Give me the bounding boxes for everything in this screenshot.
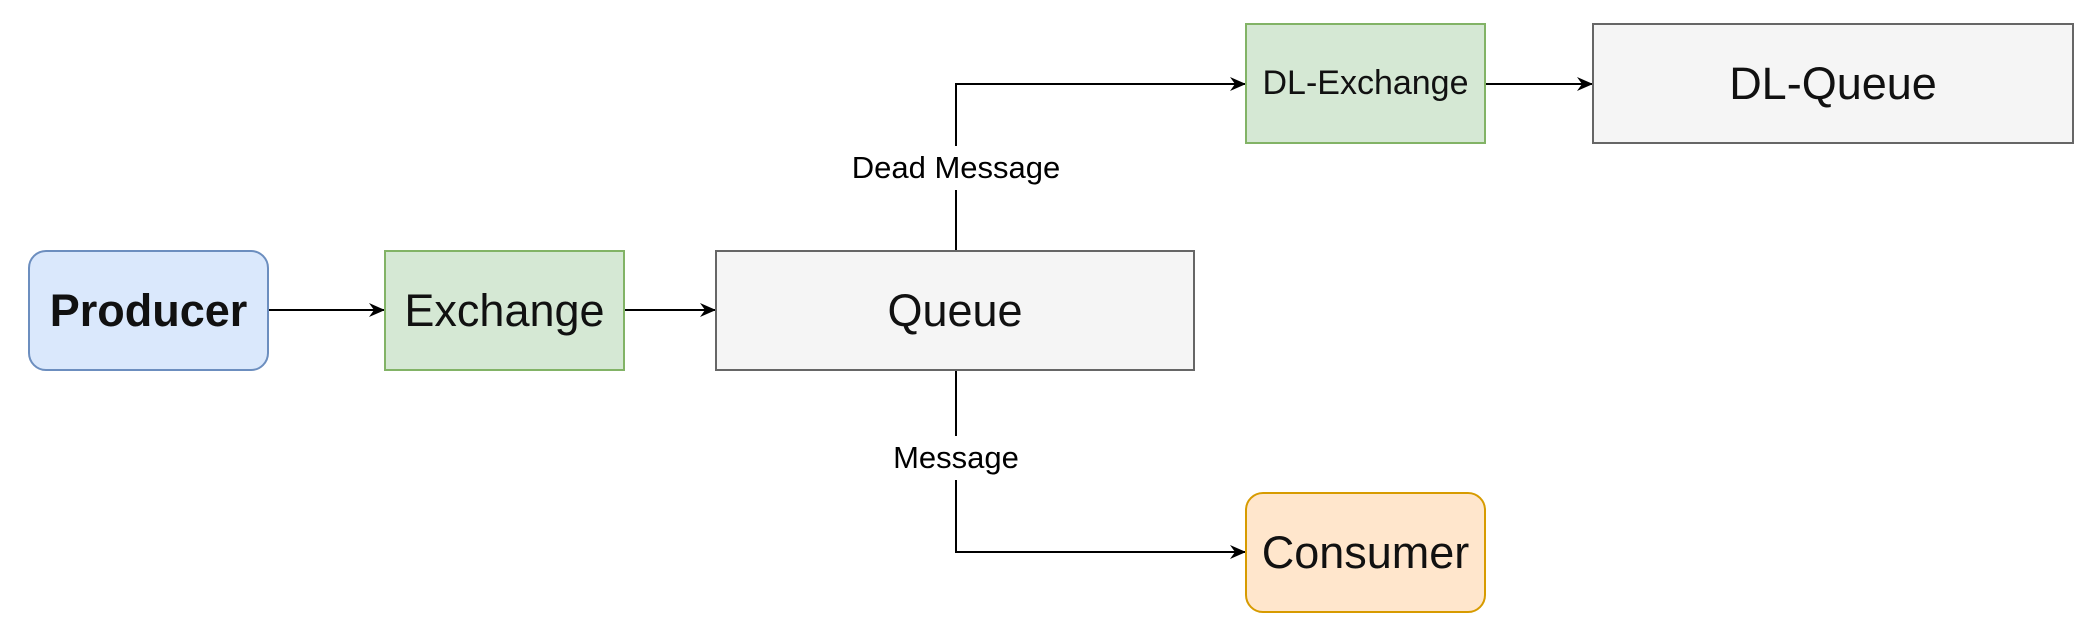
dl-queue-node[interactable]: DL-Queue: [1592, 23, 2074, 144]
dl-exchange-node[interactable]: DL-Exchange: [1245, 23, 1486, 144]
message-edge-label: Message: [891, 436, 1021, 480]
dl-queue-label: DL-Queue: [1729, 57, 1937, 109]
producer-node[interactable]: Producer: [28, 250, 269, 371]
edge-queue-to-dl-exchange: [955, 77, 1246, 250]
dl-exchange-label: DL-Exchange: [1262, 64, 1469, 102]
queue-node[interactable]: Queue: [715, 250, 1195, 371]
exchange-label: Exchange: [404, 284, 605, 336]
queue-label: Queue: [887, 284, 1023, 336]
dead-message-edge-label: Dead Message: [849, 146, 1063, 190]
exchange-node[interactable]: Exchange: [384, 250, 625, 371]
producer-label: Producer: [49, 284, 248, 336]
consumer-label: Consumer: [1261, 526, 1470, 578]
consumer-node[interactable]: Consumer: [1245, 492, 1486, 613]
edge-queue-to-consumer: [955, 371, 1246, 559]
